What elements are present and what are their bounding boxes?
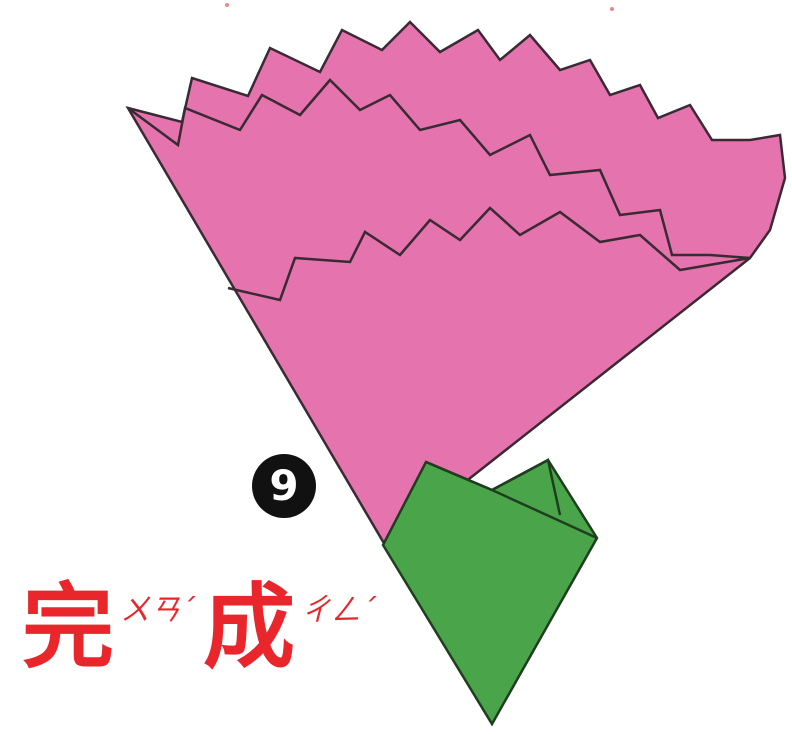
caption-reading-wan: ㄨㄢˊ	[120, 593, 196, 628]
calyx-stem	[381, 458, 599, 727]
caption-reading-cheng: ㄔㄥˊ	[301, 593, 377, 628]
decor-dot-left	[225, 3, 229, 7]
decor-dot-right	[610, 7, 614, 11]
caption-char-cheng: 成	[203, 574, 298, 681]
completion-caption: 完 ㄨㄢˊ 成 ㄔㄥˊ	[22, 578, 384, 688]
petal-middle-fold	[127, 78, 751, 260]
calyx-tip-fold	[491, 458, 562, 516]
petal-front-fold	[227, 206, 751, 302]
step-number-badge: 9	[252, 454, 316, 518]
caption-char-wan: 完	[22, 574, 117, 681]
petal-back-layer	[125, 20, 787, 547]
